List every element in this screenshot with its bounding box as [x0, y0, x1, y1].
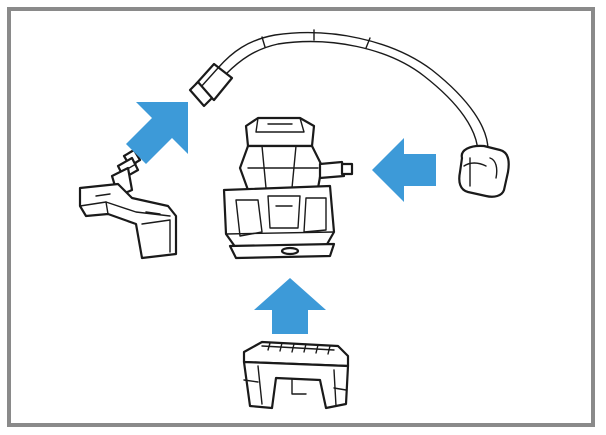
arrow-left [372, 138, 436, 202]
gear-position-sensor-housing [222, 116, 354, 260]
left-bracket-with-nipple [78, 148, 178, 260]
arrow-up [254, 278, 326, 334]
bottom-mounting-clip [242, 340, 350, 410]
arrow-up-right [126, 102, 188, 164]
hose-with-connectors [188, 29, 510, 198]
